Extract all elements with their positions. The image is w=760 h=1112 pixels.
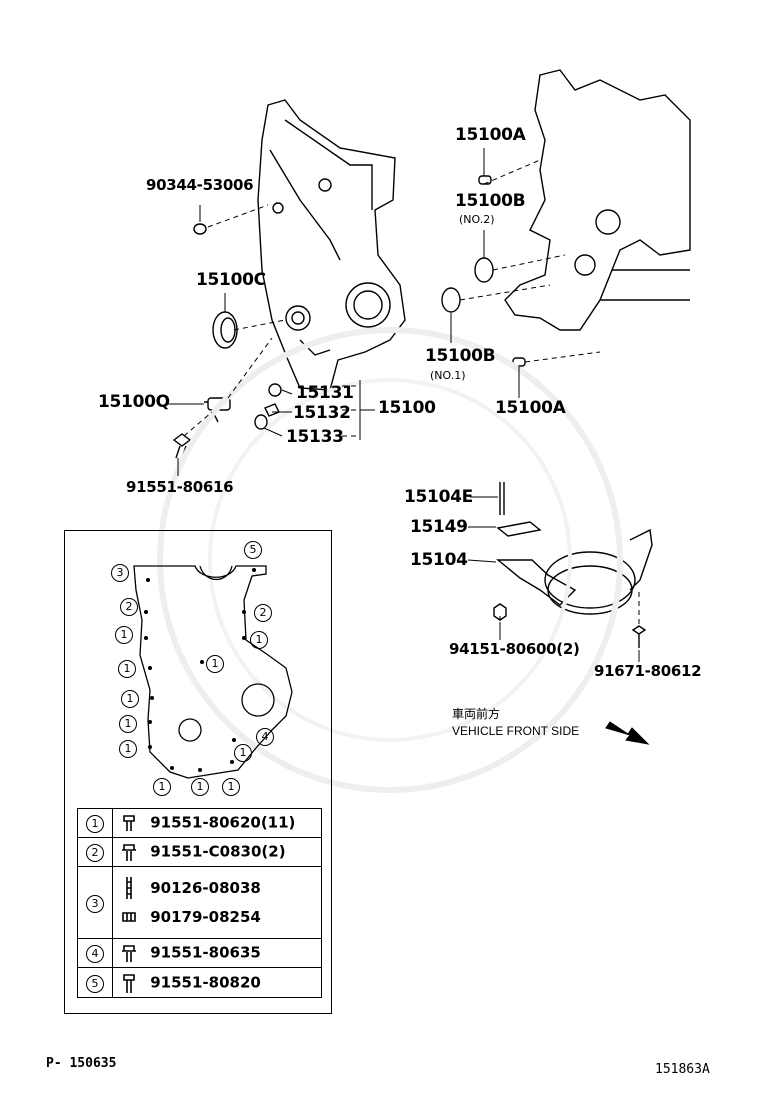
oil-strainer [496, 559, 577, 606]
bolt-marker: 5 [244, 541, 262, 559]
key-marker: 2 [86, 844, 104, 862]
bolt-marker: 1 [119, 715, 137, 733]
bolt-key-table: 1 91551-80620(11) 2 91551-C0830(2) 3 901… [77, 808, 322, 998]
direction-note-en: VEHICLE FRONT SIDE [452, 724, 580, 738]
callout-15149[interactable]: 15149 [410, 517, 468, 537]
table-row: 5 91551-80820 [77, 967, 322, 998]
bolt-marker: 1 [222, 778, 240, 796]
nut-icon [122, 912, 136, 922]
key-marker: 1 [86, 815, 104, 833]
bolt-marker: 1 [121, 690, 139, 708]
table-row: 2 91551-C0830(2) [77, 837, 322, 867]
bolt-marker: 1 [115, 626, 133, 644]
callout-15100Q[interactable]: 15100Q [98, 392, 170, 412]
callout-15100A-low[interactable]: 15100A [495, 398, 566, 418]
part-number[interactable]: 91551-80620(11) [150, 813, 296, 832]
key-marker: 4 [86, 945, 104, 963]
part-number[interactable]: 91551-C0830(2) [150, 842, 286, 861]
bolt-marker: 1 [191, 778, 209, 796]
page-number: P- 150635 [46, 1056, 117, 1071]
callout-91671-80612[interactable]: 91671-80612 [594, 662, 702, 680]
bolt-marker: 1 [234, 744, 252, 762]
callout-94151-80600[interactable]: 94151-80600(2) [449, 640, 580, 658]
inset-cover-outline [133, 565, 293, 779]
direction-note-jp: 車両前方 [452, 707, 501, 721]
bolt-marker: 1 [118, 660, 136, 678]
callout-15132[interactable]: 15132 [293, 403, 351, 423]
callout-15100[interactable]: 15100 [378, 398, 436, 418]
callout-15104E[interactable]: 15104E [404, 487, 473, 507]
flange-bolt-icon [122, 844, 136, 861]
part-number[interactable]: 90179-08254 [150, 907, 261, 926]
callout-15100B-top[interactable]: 15100B [455, 191, 526, 211]
table-row: 3 90126-08038 90179-08254 [77, 866, 322, 939]
callout-15133[interactable]: 15133 [286, 427, 344, 447]
engine-block-outline [504, 69, 691, 331]
callout-15131[interactable]: 15131 [296, 383, 354, 403]
bolt-marker: 2 [254, 604, 272, 622]
bolt-marker: 2 [120, 598, 138, 616]
bolt-marker: 1 [250, 631, 268, 649]
table-row: 4 91551-80635 [77, 938, 322, 968]
callout-15100B-low-note: (NO.1) [430, 369, 466, 382]
part-number[interactable]: 91551-80635 [150, 943, 261, 962]
callout-15104[interactable]: 15104 [410, 550, 468, 570]
bolt-marker: 1 [119, 740, 137, 758]
bolt-marker: 1 [153, 778, 171, 796]
bolt-marker: 1 [206, 655, 224, 673]
stud-bolt-icon [126, 877, 132, 899]
figure-id: 151863A [655, 1062, 710, 1077]
callout-15100C[interactable]: 15100C [196, 270, 266, 290]
bolt-icon [123, 973, 135, 993]
bolt-marker: 4 [256, 728, 274, 746]
direction-arrow [605, 721, 650, 745]
part-number[interactable]: 91551-80820 [150, 973, 261, 991]
key-marker: 5 [86, 974, 104, 993]
bolt-marker: 3 [111, 564, 129, 582]
callout-15100B-low[interactable]: 15100B [425, 346, 496, 366]
callout-15100B-top-note: (NO.2) [459, 213, 495, 226]
timing-cover-outline [257, 99, 406, 391]
bolt-location-inset [64, 530, 332, 1014]
table-row: 1 91551-80620(11) [77, 808, 322, 838]
bolt-icon [123, 815, 135, 831]
callout-15100A-top[interactable]: 15100A [455, 125, 526, 145]
part-number[interactable]: 90126-08038 [150, 878, 261, 897]
flange-bolt-icon [122, 945, 136, 962]
callout-91551-80616[interactable]: 91551-80616 [126, 478, 234, 496]
key-marker: 3 [86, 894, 104, 913]
callout-90344-53006[interactable]: 90344-53006 [146, 176, 254, 194]
